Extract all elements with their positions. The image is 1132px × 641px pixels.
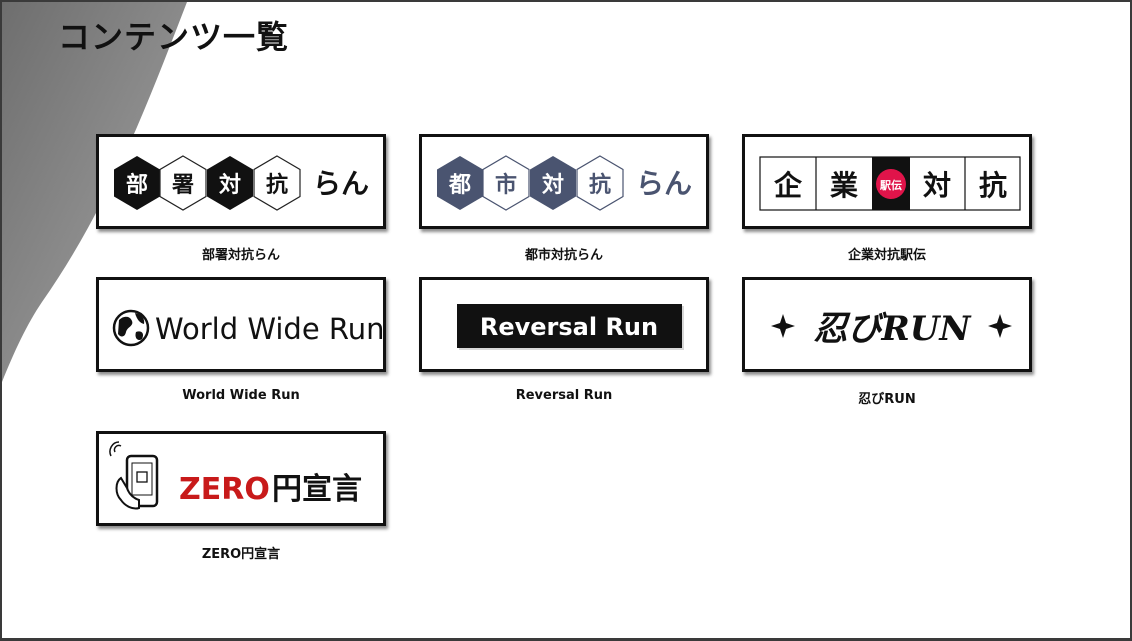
shinobi-run-logo: 忍びRUN [771, 309, 1012, 349]
logo-char: 署 [171, 173, 194, 198]
card-caption: ZERO円宣言 [201, 547, 281, 562]
card-caption: Reversal Run [515, 388, 613, 403]
card-caption: World Wide Run [182, 388, 300, 403]
logo-char: 都 [448, 173, 471, 198]
shuriken-left-icon [771, 314, 795, 338]
page-title: コンテンツ一覧 [58, 18, 290, 56]
logo-char: 対 [219, 173, 241, 198]
logo-char: 対 [923, 169, 951, 202]
busho-taiko-run-logo: 部 署 対 抗 らん [114, 155, 369, 211]
logo-suffix: らん [636, 167, 692, 200]
globe-icon [112, 309, 150, 347]
world-wide-run-logo: World Wide Run [112, 309, 383, 347]
logo-text-sengen: 円宣言 [272, 472, 362, 507]
card-caption: 忍びRUN [858, 392, 916, 407]
logo-char: 抗 [266, 172, 288, 198]
logo-text: World Wide Run [155, 312, 383, 346]
card-caption: 企業対抗駅伝 [847, 248, 926, 263]
logo-text: Reversal Run [480, 313, 658, 341]
logo-suffix: らん [313, 167, 369, 200]
logo-char: 市 [495, 172, 517, 198]
logo-char: 対 [542, 173, 564, 198]
logo-char: 抗 [979, 169, 1007, 202]
ekiden-badge: 駅伝 [879, 178, 902, 192]
logo-char: 業 [830, 169, 858, 202]
content-card-shinobi-run[interactable]: 忍びRUN [742, 277, 1032, 372]
shuriken-right-icon [988, 314, 1012, 338]
content-card-toshi-taiko-run[interactable]: 都 市 対 抗 らん [419, 134, 709, 229]
content-card-kigyo-taiko-ekiden[interactable]: 駅伝 企 業 対 抗 [742, 134, 1032, 229]
content-card-zero-en-sengen[interactable]: ZERO 円宣言 [96, 431, 386, 526]
logo-char: 抗 [589, 172, 611, 198]
content-card-reversal-run[interactable]: Reversal Run [419, 277, 709, 372]
card-caption: 都市対抗らん [524, 248, 603, 263]
zero-en-sengen-logo: ZERO 円宣言 [109, 441, 362, 510]
logo-char: 企 [774, 169, 803, 202]
logo-text-zero: ZERO [179, 472, 270, 507]
card-caption: 部署対抗らん [201, 248, 280, 263]
smartphone-hand-icon [109, 441, 159, 510]
reversal-run-logo: Reversal Run [457, 304, 684, 350]
logo-char: 部 [126, 172, 148, 198]
content-card-world-wide-run[interactable]: World Wide Run [96, 277, 386, 372]
toshi-taiko-run-logo: 都 市 対 抗 らん [437, 155, 692, 211]
content-card-busho-taiko-run[interactable]: 部 署 対 抗 らん [96, 134, 386, 229]
logo-text: 忍びRUN [814, 309, 973, 349]
kigyo-taiko-ekiden-logo: 駅伝 企 業 対 抗 [759, 156, 1021, 211]
decorative-swoosh [2, 2, 187, 382]
